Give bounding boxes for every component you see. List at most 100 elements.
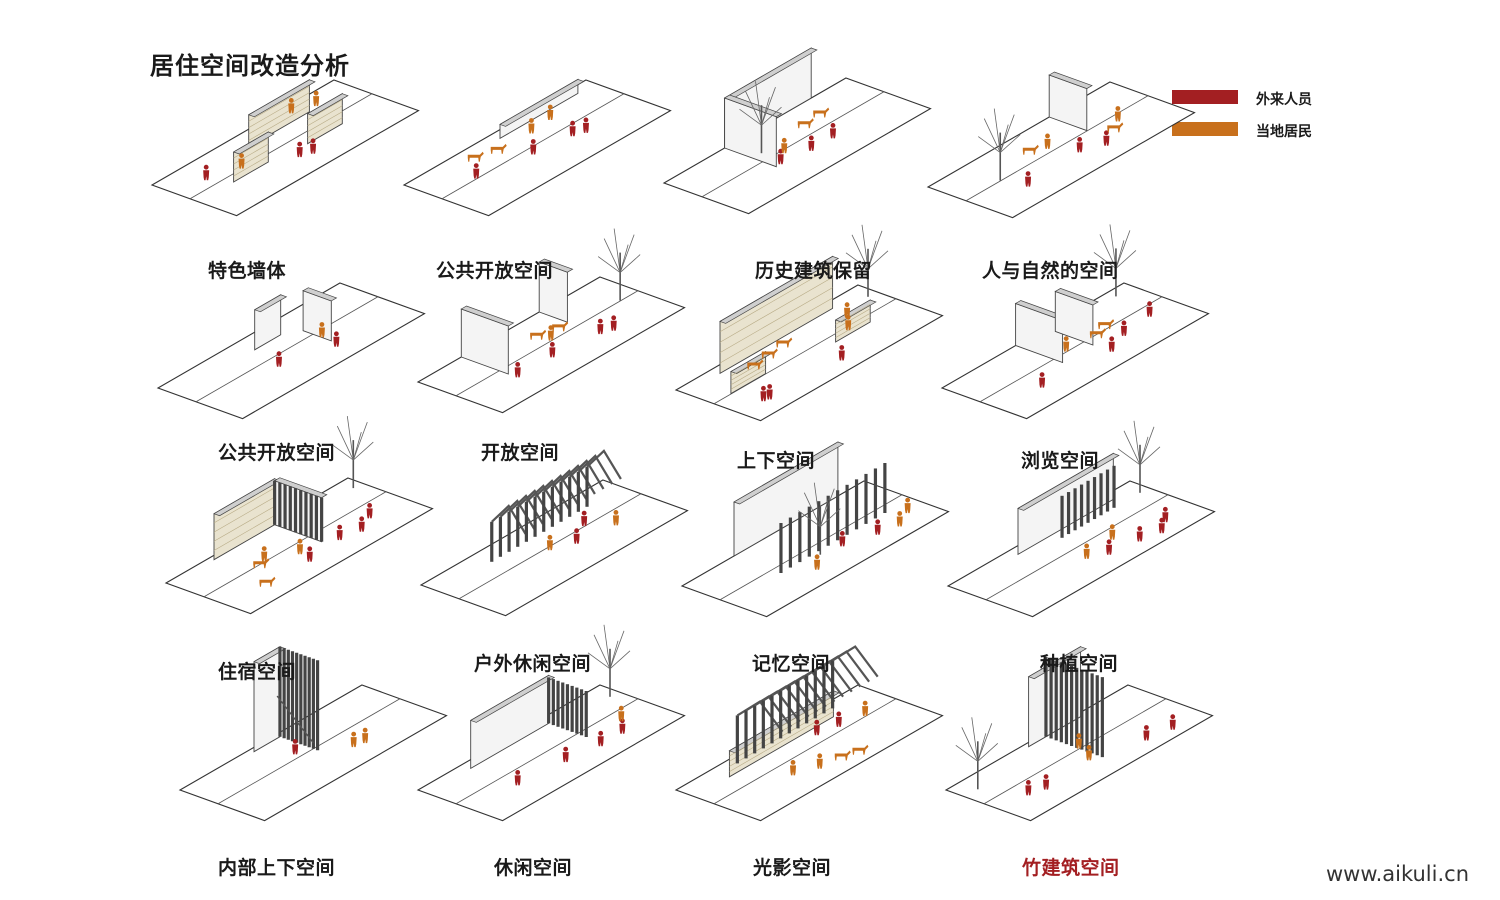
person-head [597, 318, 603, 324]
person-head [817, 753, 823, 759]
person-figure [1044, 138, 1051, 149]
stair [276, 695, 314, 744]
person-head [1063, 336, 1069, 341]
tree-branch [353, 441, 374, 461]
diagram-label-highlight: 竹建筑空间 [1022, 857, 1120, 879]
person-head [781, 137, 787, 143]
diagram-label: 住宿空间 [218, 661, 297, 683]
person-figure [313, 96, 320, 107]
path-line [719, 494, 903, 601]
animal-figure [552, 321, 569, 332]
person-head [547, 534, 553, 540]
person-head [613, 510, 619, 515]
person-head [261, 546, 267, 551]
slat-rafter [516, 489, 553, 520]
wall-top [306, 93, 349, 117]
tree-branch [613, 228, 621, 273]
wall-top [1017, 453, 1120, 511]
tree-branch [983, 118, 1001, 153]
slat-rafter [551, 469, 588, 500]
tree-branch [993, 108, 1001, 153]
person-head [351, 731, 357, 737]
person-head [1106, 539, 1112, 545]
person-figure [1025, 176, 1032, 187]
stone-course [213, 487, 275, 524]
tree-branch [867, 250, 889, 270]
tree-branch [755, 81, 762, 126]
tree-branch [603, 624, 611, 669]
person-head [618, 705, 624, 711]
animal-figure [253, 558, 270, 569]
tree-branch [813, 482, 821, 527]
person-figure [1043, 779, 1050, 790]
tree-branch [619, 254, 641, 273]
local-swatch [1172, 122, 1238, 136]
person-head [1137, 526, 1143, 531]
tree-branch [820, 508, 841, 527]
tree-branch [999, 124, 1009, 153]
stone-course [835, 308, 871, 330]
person-figure [573, 533, 580, 544]
tree-branch [867, 240, 877, 269]
tree-branch [1099, 234, 1117, 269]
person-figure [203, 170, 210, 181]
stone-course [213, 515, 275, 551]
slat-rafter [499, 499, 536, 530]
path-line [195, 296, 379, 403]
tree-branch [352, 421, 368, 461]
wall-top [719, 256, 840, 324]
person-head [337, 524, 343, 530]
person-figure [530, 144, 537, 155]
diagram-label: 历史建筑保留 [755, 260, 873, 282]
tree-branch [619, 234, 635, 273]
stone-course [213, 506, 275, 542]
stone-course [835, 304, 871, 325]
animal-figure [1098, 319, 1115, 330]
path-line [217, 698, 401, 805]
person-figure [896, 516, 903, 527]
wall-top [253, 294, 288, 313]
person-figure [366, 508, 373, 519]
tree-branch [1139, 446, 1161, 466]
person-head [1109, 524, 1115, 530]
person-head [767, 384, 773, 389]
tree-branch [1093, 252, 1117, 269]
person-figure [874, 524, 881, 535]
person-figure [1109, 529, 1116, 540]
person-head [897, 511, 903, 516]
person-figure [581, 516, 588, 527]
person-figure [1103, 135, 1110, 146]
slat-rafter [832, 645, 879, 678]
tree-branch [971, 717, 979, 762]
person-figure [549, 347, 556, 358]
tree-branch [999, 114, 1015, 153]
tree-branch [1139, 426, 1155, 465]
tree-branch [1139, 436, 1149, 465]
person-figure [597, 736, 604, 747]
person-head [1170, 714, 1176, 720]
person-figure [362, 733, 369, 744]
ground-plate [419, 479, 689, 617]
person-figure [292, 744, 299, 755]
person-head [814, 554, 820, 560]
person-figure [318, 327, 325, 338]
person-head [905, 497, 911, 503]
tree-branch [593, 634, 611, 669]
person-figure [1146, 306, 1153, 317]
stone-course [307, 111, 343, 132]
person-figure [781, 143, 788, 154]
animal-figure [467, 151, 484, 162]
diagram-label: 休闲空间 [494, 857, 573, 879]
wall-top [302, 287, 338, 302]
person-figure [1108, 341, 1115, 352]
animal-figure [761, 348, 778, 359]
person-head [319, 322, 325, 327]
person-figure [310, 143, 317, 154]
person-figure [610, 320, 617, 331]
person-head [292, 739, 298, 744]
person-head [790, 760, 796, 765]
path-line [985, 494, 1169, 601]
person-figure [816, 758, 823, 769]
outsider-swatch [1172, 90, 1238, 104]
tree-branch [1115, 240, 1125, 269]
